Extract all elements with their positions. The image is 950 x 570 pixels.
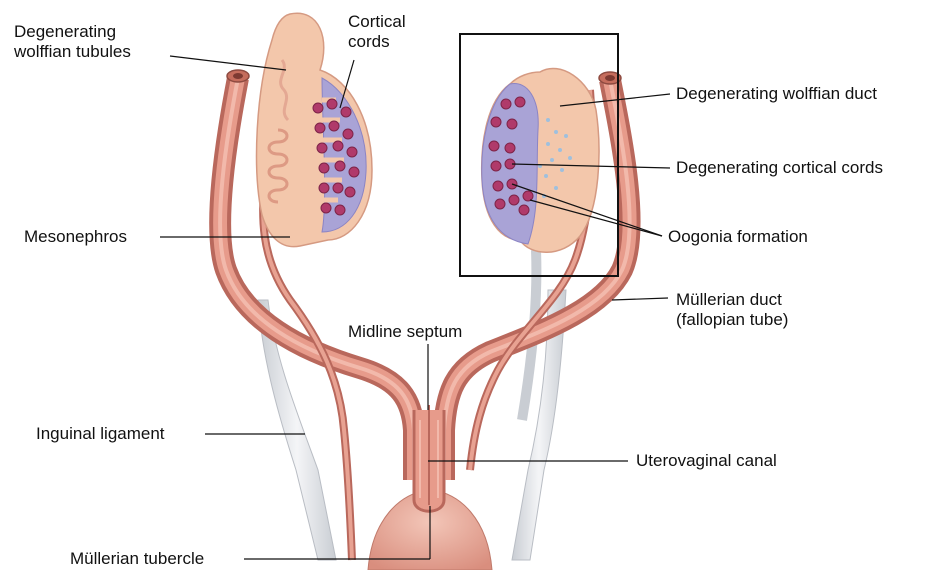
label-line: wolffian tubules [14, 42, 131, 62]
label-line: Degenerating [14, 22, 131, 42]
label-oogonia-formation: Oogonia formation [668, 227, 808, 247]
label-cortical-cords: Cortical cords [348, 12, 406, 52]
label-inguinal-ligament: Inguinal ligament [36, 424, 165, 444]
label-uterovaginal-canal: Uterovaginal canal [636, 451, 777, 471]
label-line: cords [348, 32, 406, 52]
label-degenerating-cortical-cords: Degenerating cortical cords [676, 158, 883, 178]
label-mesonephros: Mesonephros [24, 227, 127, 247]
label-line: (fallopian tube) [676, 310, 788, 330]
label-midline-septum: Midline septum [348, 322, 462, 342]
label-line: Cortical [348, 12, 406, 32]
label-line: Müllerian duct [676, 290, 788, 310]
label-degenerating-wolffian-duct: Degenerating wolffian duct [676, 84, 877, 104]
label-mullerian-duct: Müllerian duct (fallopian tube) [676, 290, 788, 330]
label-mullerian-tubercle: Müllerian tubercle [70, 549, 204, 569]
label-degenerating-wolffian-tubules: Degenerating wolffian tubules [14, 22, 131, 62]
right-gonad [482, 68, 599, 252]
